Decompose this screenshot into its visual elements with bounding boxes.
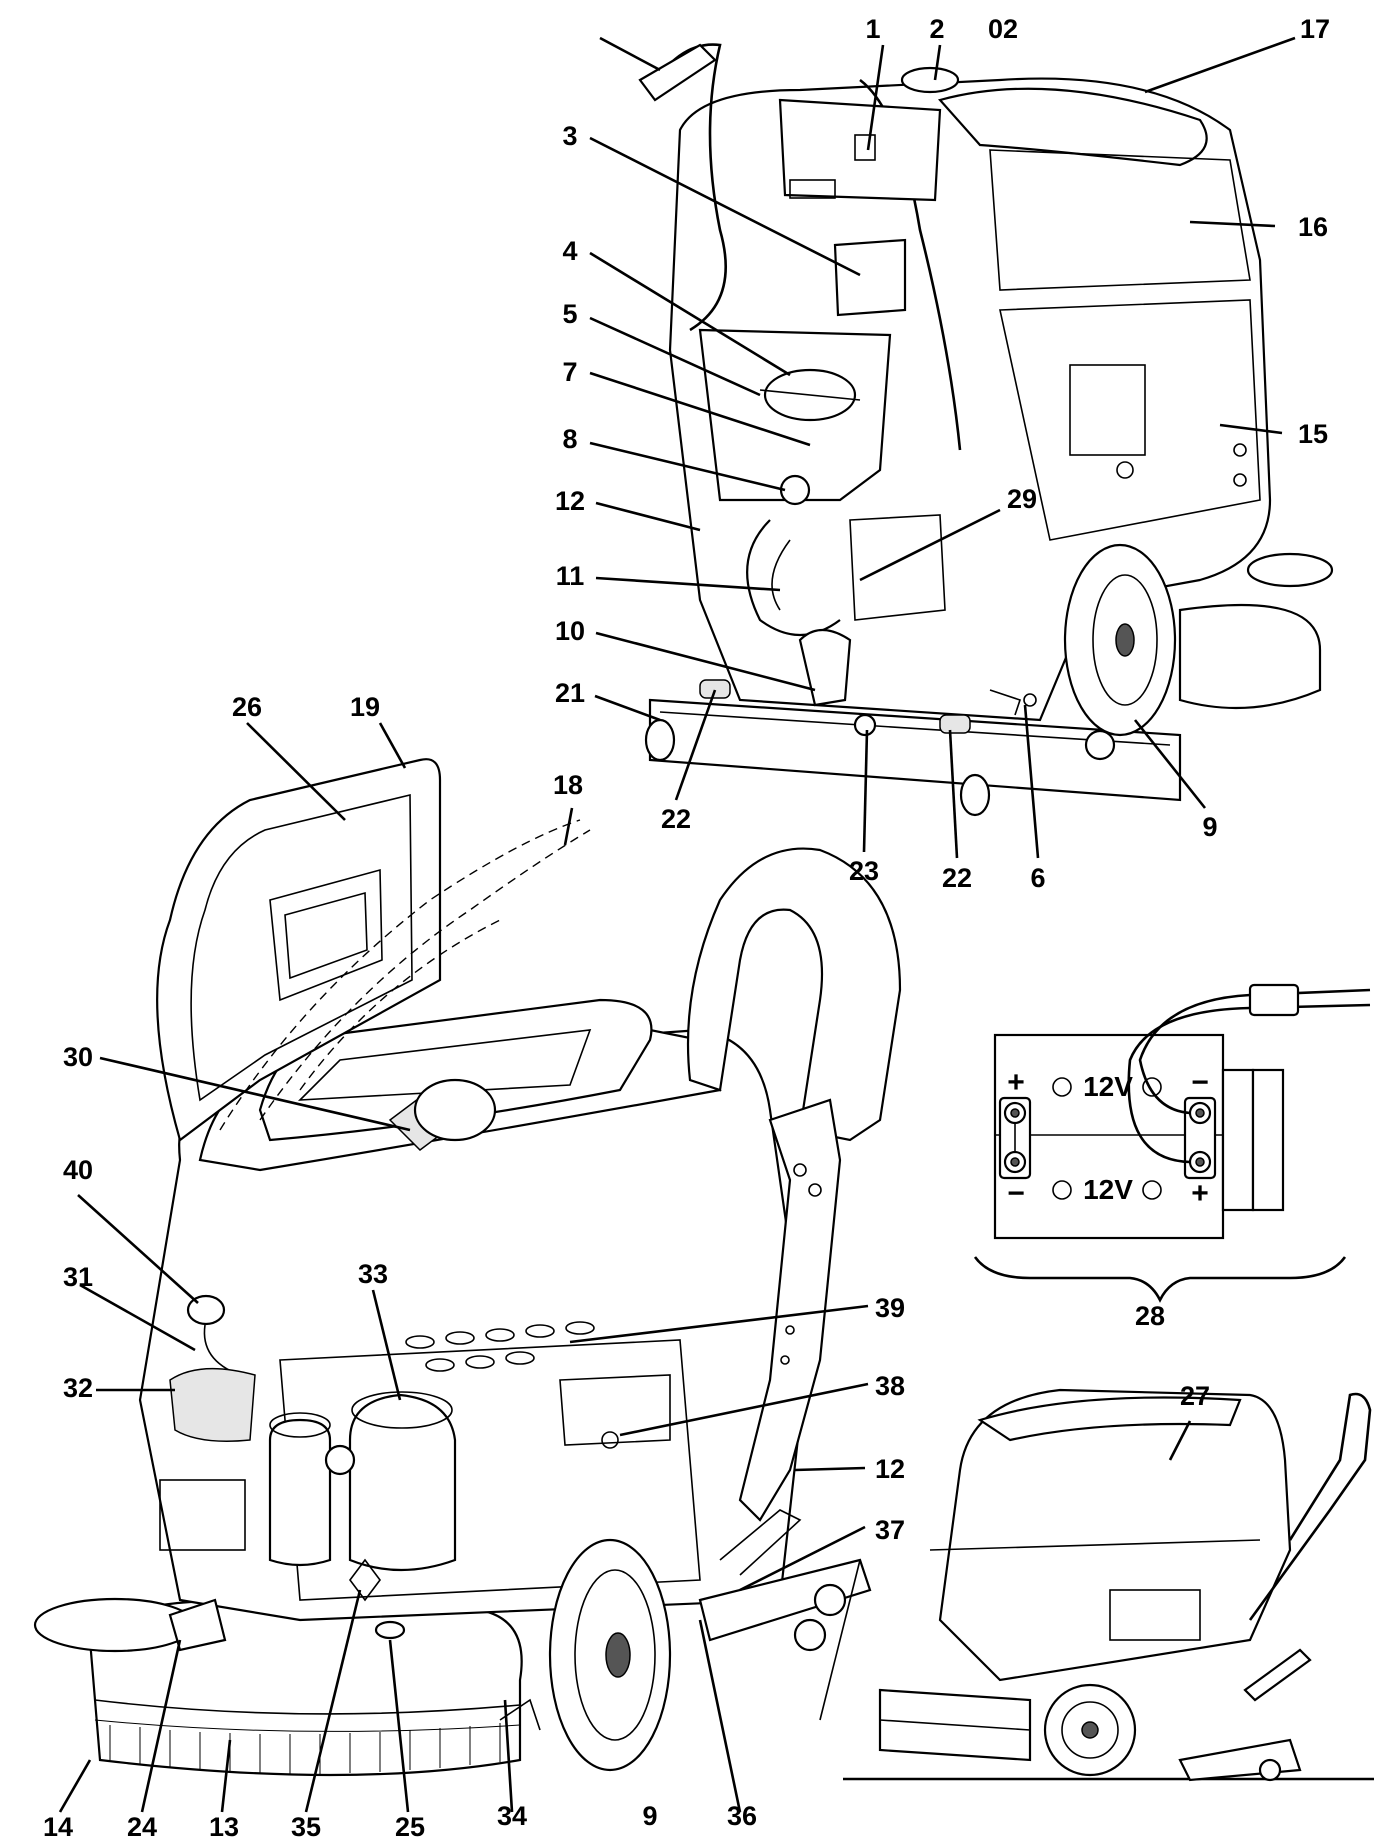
callout-7: 7 <box>562 357 577 387</box>
callout-25: 25 <box>395 1812 425 1842</box>
callout-12-top: 12 <box>555 486 585 516</box>
callout-18: 18 <box>553 770 583 800</box>
battery-minus-top: − <box>1191 1066 1209 1099</box>
callout-13: 13 <box>209 1812 239 1842</box>
callout-5: 5 <box>562 299 577 329</box>
callout-1: 1 <box>865 14 880 44</box>
callout-26: 26 <box>232 692 262 722</box>
callout-11: 11 <box>556 561 585 591</box>
front-view-illustration <box>33 758 902 1777</box>
callout-38: 38 <box>875 1371 905 1401</box>
callout-34: 34 <box>497 1801 527 1831</box>
page-number: 02 <box>988 14 1018 44</box>
battery-voltage-top: 12V <box>1083 1071 1133 1102</box>
leader-lines <box>58 36 1296 1813</box>
callout-24: 24 <box>127 1812 157 1842</box>
callout-4: 4 <box>562 236 577 266</box>
battery-plus-top: + <box>1007 1066 1025 1099</box>
callout-6: 6 <box>1030 863 1045 893</box>
callout-labels: 1 2 02 3 4 5 7 8 12 11 10 21 22 29 23 22… <box>43 14 1330 1842</box>
callout-36: 36 <box>727 1801 757 1831</box>
callout-15: 15 <box>1298 419 1328 449</box>
side-view-illustration <box>843 1388 1374 1782</box>
callout-40: 40 <box>63 1155 93 1185</box>
callout-30: 30 <box>63 1042 93 1072</box>
rear-view-illustration <box>638 43 1334 817</box>
callout-2: 2 <box>929 14 944 44</box>
callout-9-top: 9 <box>1202 812 1217 842</box>
callout-22-right: 22 <box>942 863 972 893</box>
callout-8: 8 <box>562 424 577 454</box>
battery-minus-bottom: − <box>1007 1177 1025 1210</box>
callout-33: 33 <box>358 1259 388 1289</box>
callout-27: 27 <box>1180 1381 1210 1411</box>
callout-19: 19 <box>350 692 380 722</box>
callout-29: 29 <box>1007 484 1037 514</box>
callout-12-front: 12 <box>875 1454 905 1484</box>
callout-17: 17 <box>1300 14 1330 44</box>
callout-9-front: 9 <box>642 1801 657 1831</box>
callout-21: 21 <box>555 678 585 708</box>
battery-wiring-diagram <box>973 983 1371 1303</box>
callout-23: 23 <box>849 856 879 886</box>
callout-32: 32 <box>63 1373 93 1403</box>
callout-39: 39 <box>875 1293 905 1323</box>
callout-22-left: 22 <box>661 804 691 834</box>
callout-35: 35 <box>291 1812 321 1842</box>
callout-14: 14 <box>43 1812 73 1842</box>
callout-10: 10 <box>555 616 585 646</box>
callout-3: 3 <box>562 121 577 151</box>
callout-16: 16 <box>1298 212 1328 242</box>
battery-plus-bottom: + <box>1191 1177 1209 1210</box>
callout-28: 28 <box>1135 1301 1165 1331</box>
callout-31: 31 <box>63 1262 93 1292</box>
callout-37: 37 <box>875 1515 905 1545</box>
battery-voltage-bottom: 12V <box>1083 1174 1133 1205</box>
